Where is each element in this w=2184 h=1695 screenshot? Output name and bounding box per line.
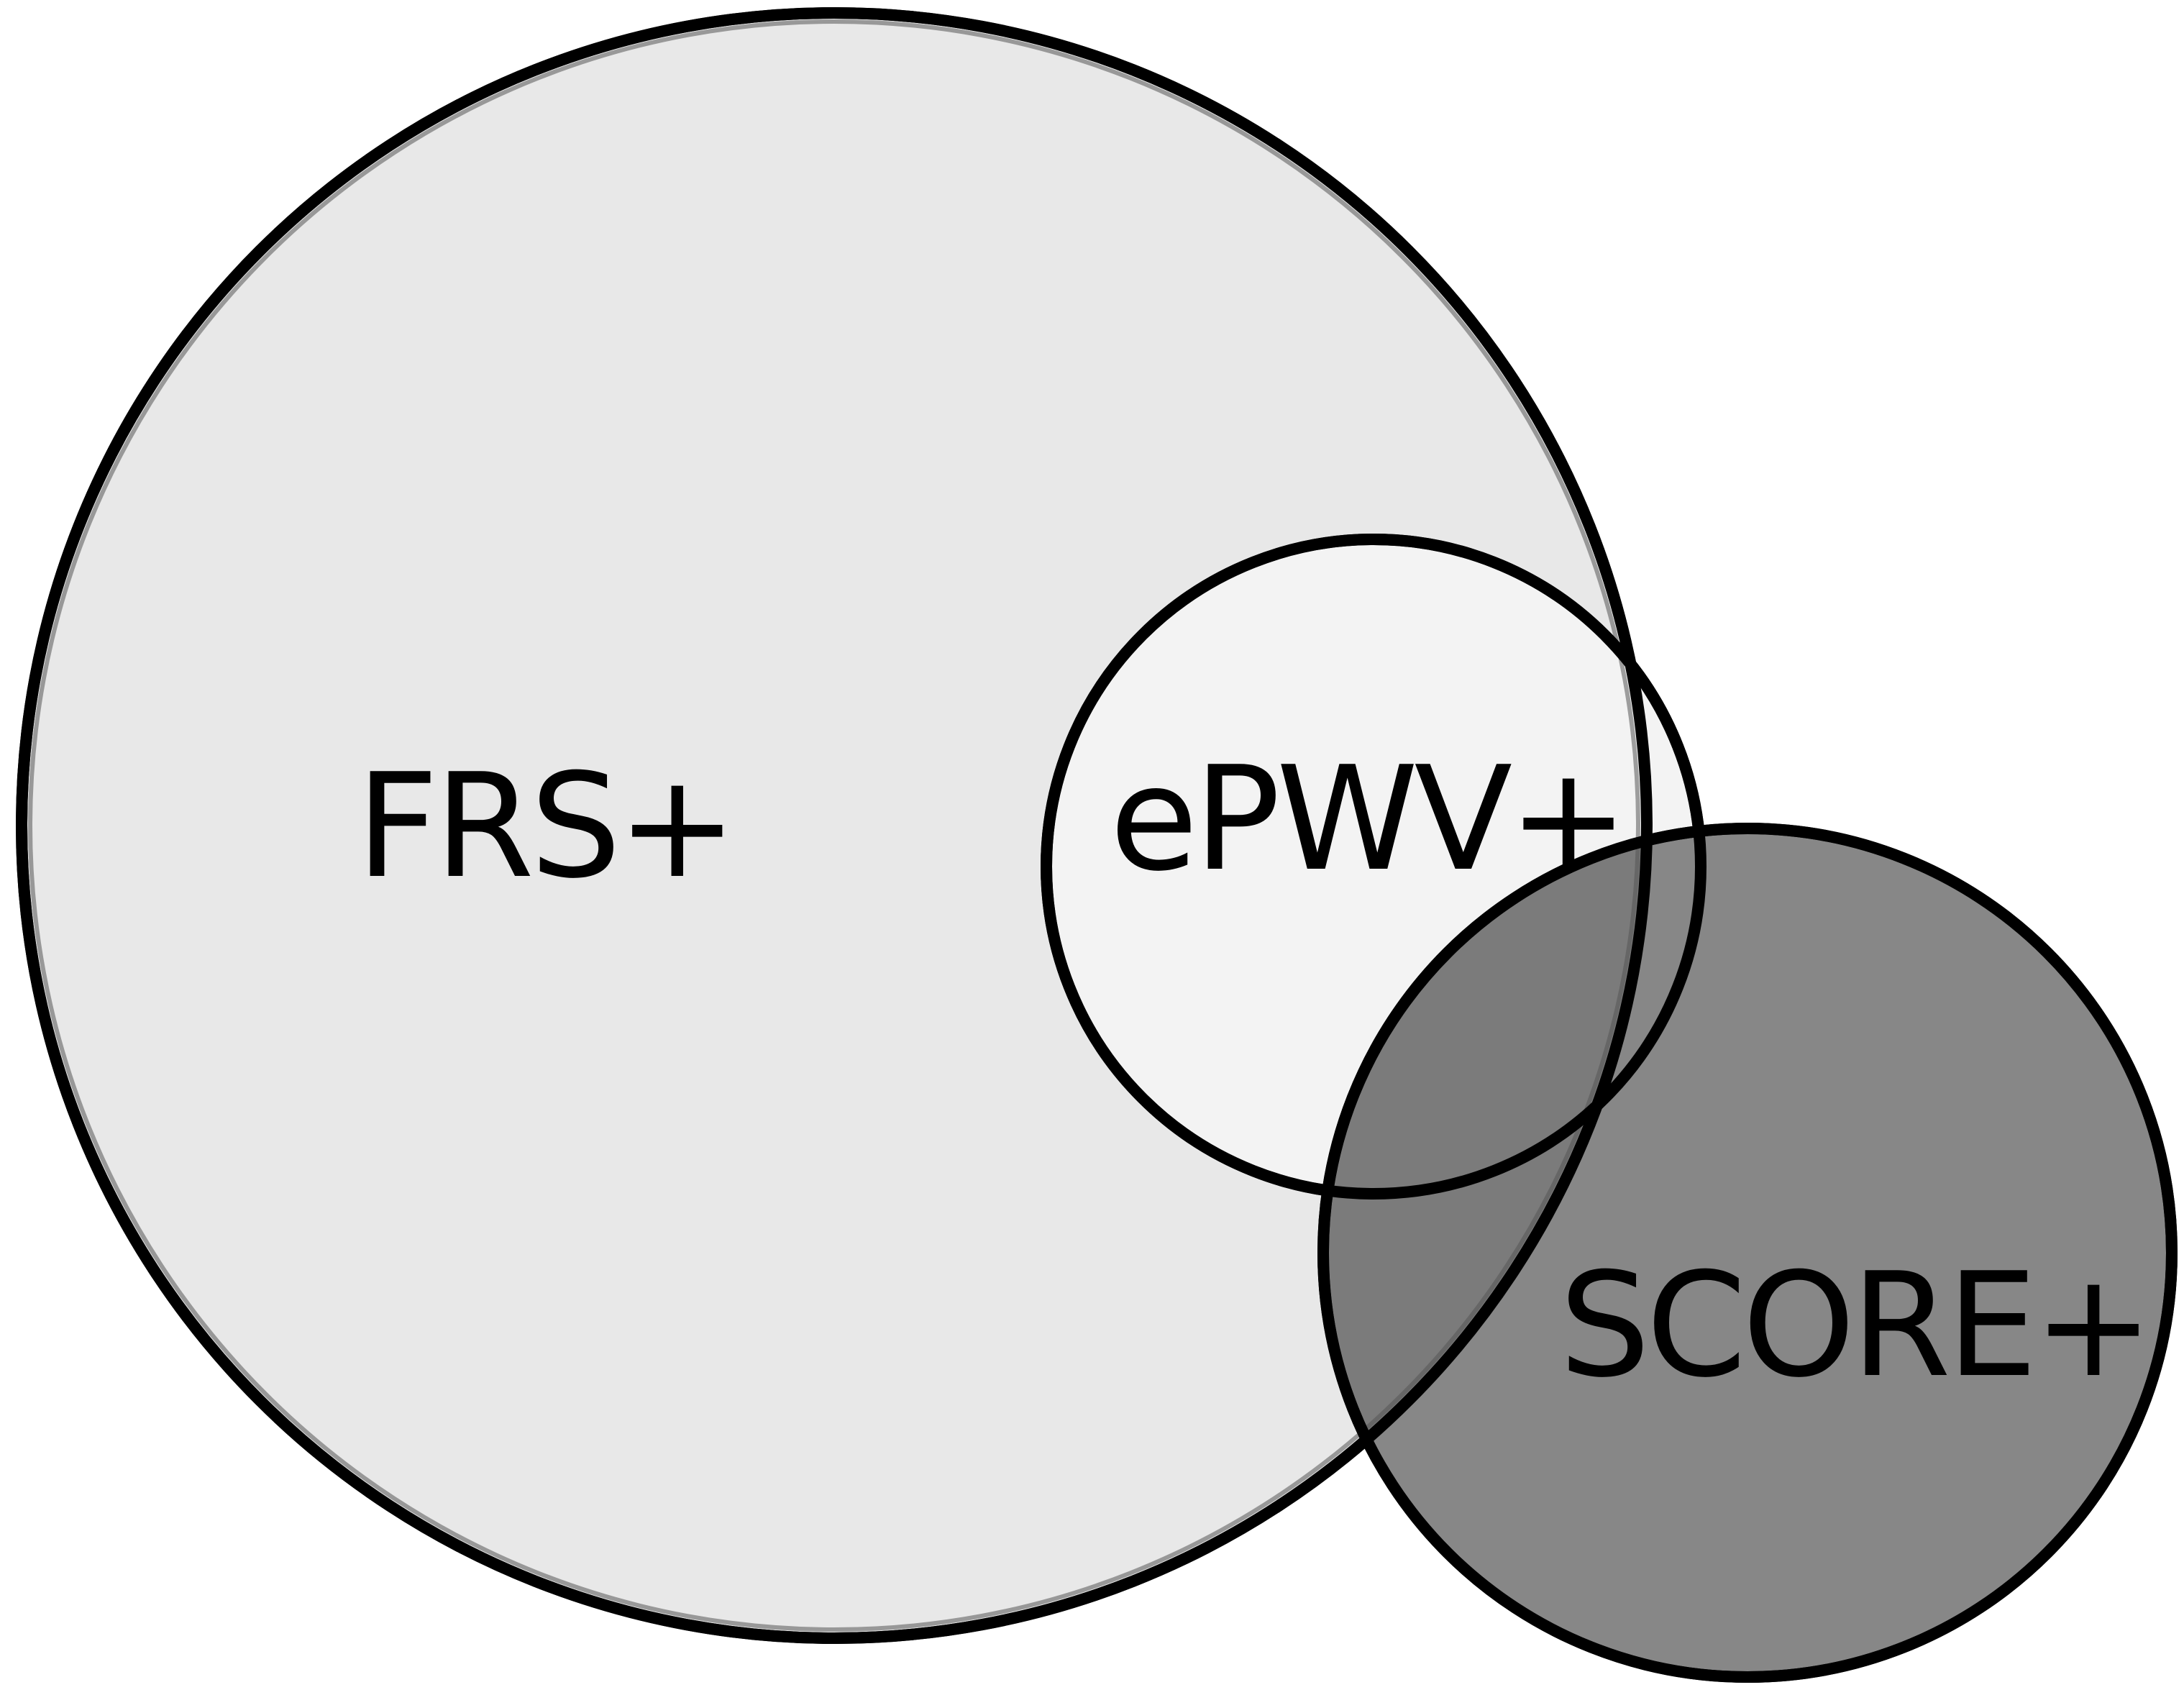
- epwv-outline: [1041, 534, 1706, 1200]
- frs-label: FRS+: [356, 743, 734, 910]
- score-outline: [1317, 823, 2178, 1683]
- score-label: SCORE+: [1559, 1242, 2149, 1410]
- frs-outline: [16, 7, 1653, 1644]
- epwv-label: ePWV+: [1110, 736, 1625, 903]
- frs-inner-edge: [28, 19, 1640, 1632]
